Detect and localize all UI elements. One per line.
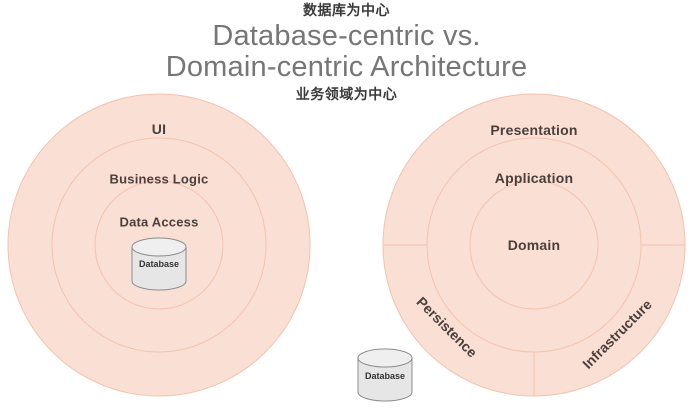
cylinder-body	[131, 246, 187, 291]
cylinder-top	[357, 348, 413, 368]
right-architecture-circles	[382, 93, 686, 397]
cylinder-top	[131, 237, 187, 257]
right-sector-dividers	[383, 244, 685, 396]
right-ring-domain	[469, 180, 599, 310]
external-database-cylinder	[357, 348, 413, 402]
cylinder-body	[357, 357, 413, 402]
left-database-cylinder	[131, 237, 187, 291]
